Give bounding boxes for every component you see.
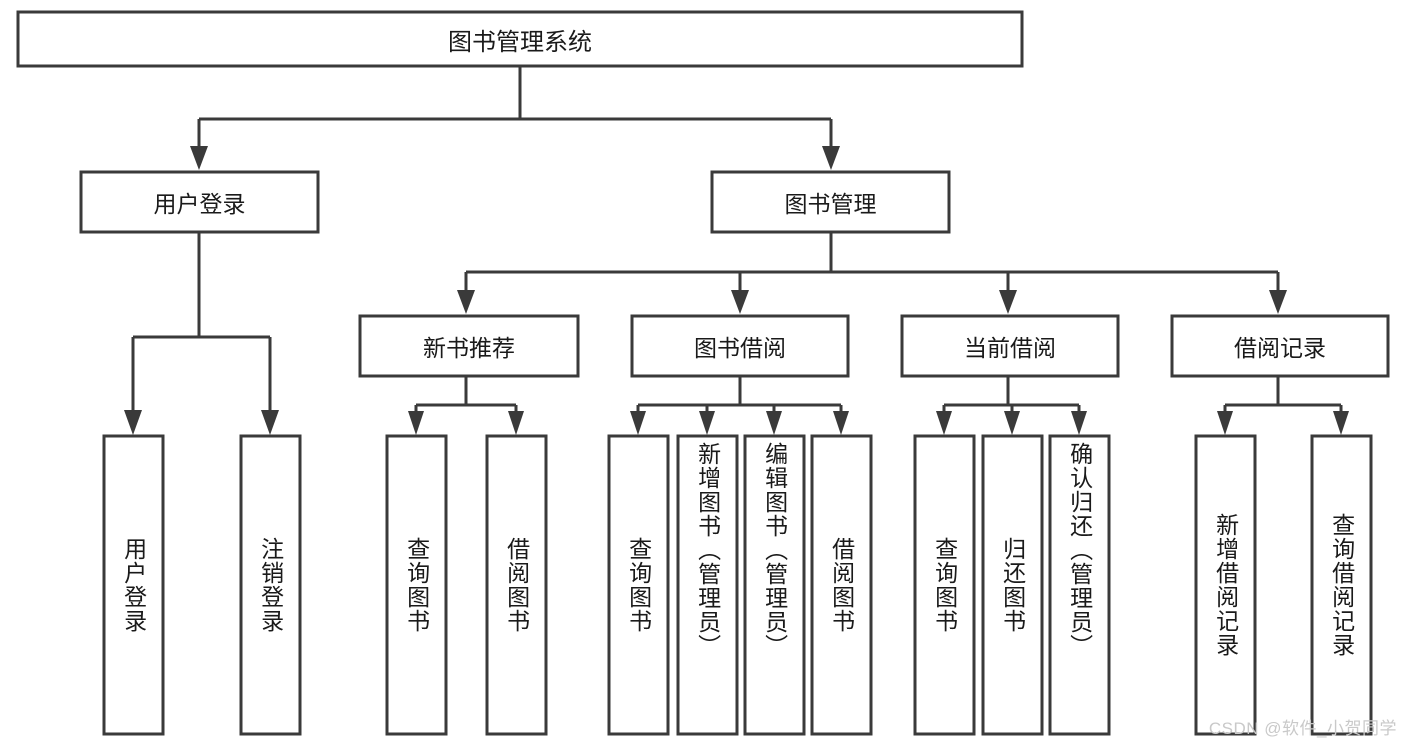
arrow-icon-to-book-management <box>822 146 840 170</box>
arrow-icon-to-leaf-query-book-current <box>936 411 952 435</box>
node-box-new-book-recommend[interactable] <box>358 314 580 378</box>
arrow-icon-to-leaf-add-borrow-record <box>1217 411 1233 435</box>
arrow-icon-to-leaf-query-book-recommend <box>408 411 424 435</box>
connector-group <box>131 66 1343 412</box>
arrow-icon-to-leaf-borrow-book-recommend <box>508 411 524 435</box>
node-box-leaf-query-borrow-record[interactable] <box>1310 434 1373 736</box>
arrow-icon-to-leaf-query-book-borrow <box>630 411 646 435</box>
node-box-leaf-user-login[interactable] <box>102 434 165 736</box>
node-box-leaf-query-book-borrow[interactable] <box>607 434 670 736</box>
node-box-leaf-add-book[interactable] <box>676 434 739 736</box>
arrow-icon-to-leaf-borrow-book <box>833 411 849 435</box>
arrow-icon-to-leaf-query-borrow-record <box>1333 411 1349 435</box>
node-box-borrow-record[interactable] <box>1170 314 1390 378</box>
arrow-icon-to-new-book-recommend <box>457 290 475 314</box>
node-box-leaf-confirm-return[interactable] <box>1048 434 1111 736</box>
node-box-leaf-logout-login[interactable] <box>239 434 302 736</box>
arrow-icon-to-current-borrow <box>999 290 1017 314</box>
node-box-leaf-borrow-book[interactable] <box>810 434 873 736</box>
node-box-book-management[interactable] <box>710 170 951 234</box>
node-box-leaf-borrow-book-recommend[interactable] <box>485 434 548 736</box>
arrow-icon-to-leaf-return-book <box>1004 411 1020 435</box>
node-box-root[interactable] <box>16 10 1024 68</box>
arrow-icon-to-book-borrow <box>731 290 749 314</box>
watermark-text: CSDN @软件_小贺同学 <box>1208 719 1397 738</box>
arrow-icon-to-leaf-add-book <box>699 411 715 435</box>
arrow-icon-to-borrow-record <box>1269 290 1287 314</box>
node-box-current-borrow[interactable] <box>900 314 1120 378</box>
arrowhead-group <box>124 146 1349 435</box>
arrow-icon-to-leaf-confirm-return <box>1071 411 1087 435</box>
node-box-leaf-query-book-recommend[interactable] <box>385 434 448 736</box>
node-box-book-borrow[interactable] <box>630 314 850 378</box>
node-box-leaf-query-book-current[interactable] <box>913 434 976 736</box>
arrow-icon-to-user-login <box>190 146 208 170</box>
arrow-icon-to-leaf-logout <box>261 410 279 435</box>
arrow-icon-to-leaf-user-login <box>124 410 142 435</box>
node-box-leaf-add-borrow-record[interactable] <box>1194 434 1257 736</box>
node-box-group <box>16 10 1390 736</box>
arrow-icon-to-leaf-edit-book <box>766 411 782 435</box>
node-box-leaf-edit-book[interactable] <box>743 434 806 736</box>
node-box-leaf-return-book[interactable] <box>981 434 1044 736</box>
node-box-user-login[interactable] <box>79 170 320 234</box>
